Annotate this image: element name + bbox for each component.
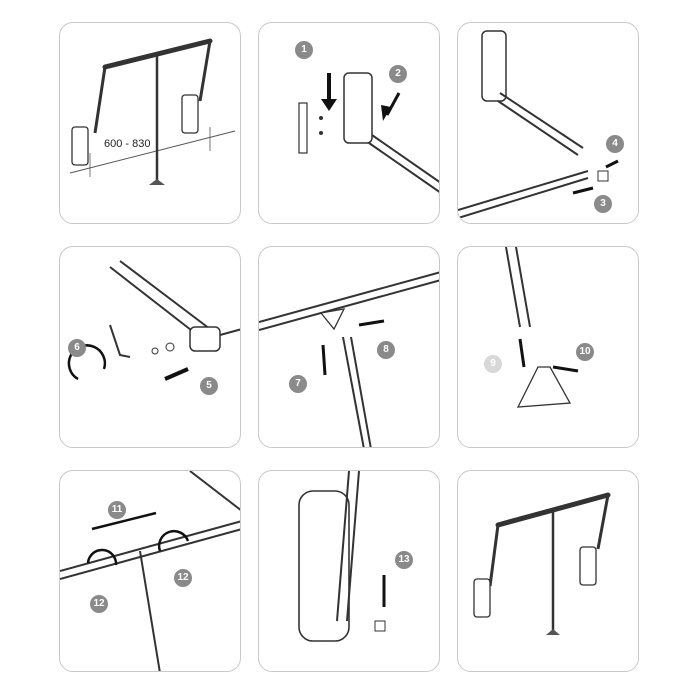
end-cap-illustration — [298, 471, 386, 642]
panel-mount-bracket: 1 2 — [258, 22, 440, 224]
pivot-screw-illustration — [67, 260, 240, 381]
step-badge-3: 3 — [594, 195, 612, 213]
step-badge-1: 1 — [295, 41, 313, 59]
panel-overview-dimension: 600 - 830 — [59, 22, 241, 224]
step-badge-5: 5 — [200, 377, 218, 395]
panel-center-pole: 8 7 — [258, 246, 440, 448]
panel-end-cap: 13 — [258, 470, 440, 672]
step-badge-12-right: 12 — [174, 569, 192, 587]
final-assembly-illustration — [473, 492, 611, 635]
arm-connection-illustration — [458, 30, 619, 219]
panel-final-assembly — [457, 470, 639, 672]
panel-pivot-screw: 6 5 — [59, 246, 241, 448]
step-badge-12-left: 12 — [90, 595, 108, 613]
pole-foot-illustration — [505, 247, 579, 408]
step-badge-11: 11 — [108, 501, 126, 519]
step-badge-7: 7 — [289, 375, 307, 393]
width-adjustment-illustration — [60, 471, 240, 671]
center-pole-illustration — [259, 271, 439, 447]
dimension-label: 600 - 830 — [104, 138, 151, 150]
step-badge-4: 4 — [606, 135, 624, 153]
step-badge-9: 9 — [484, 355, 502, 373]
step-badge-2: 2 — [389, 65, 407, 83]
bracket-mounting-illustration — [298, 72, 439, 193]
step-badge-13: 13 — [395, 551, 413, 569]
step-badge-8: 8 — [377, 341, 395, 359]
step-badge-6: 6 — [68, 339, 86, 357]
wardrobe-lift-illustration — [69, 38, 236, 185]
panel-arm-connection: 4 3 — [457, 22, 639, 224]
panel-pole-foot: 9 10 — [457, 246, 639, 448]
step-badge-10: 10 — [576, 343, 594, 361]
panel-width-adjustment: 11 12 12 — [59, 470, 241, 672]
